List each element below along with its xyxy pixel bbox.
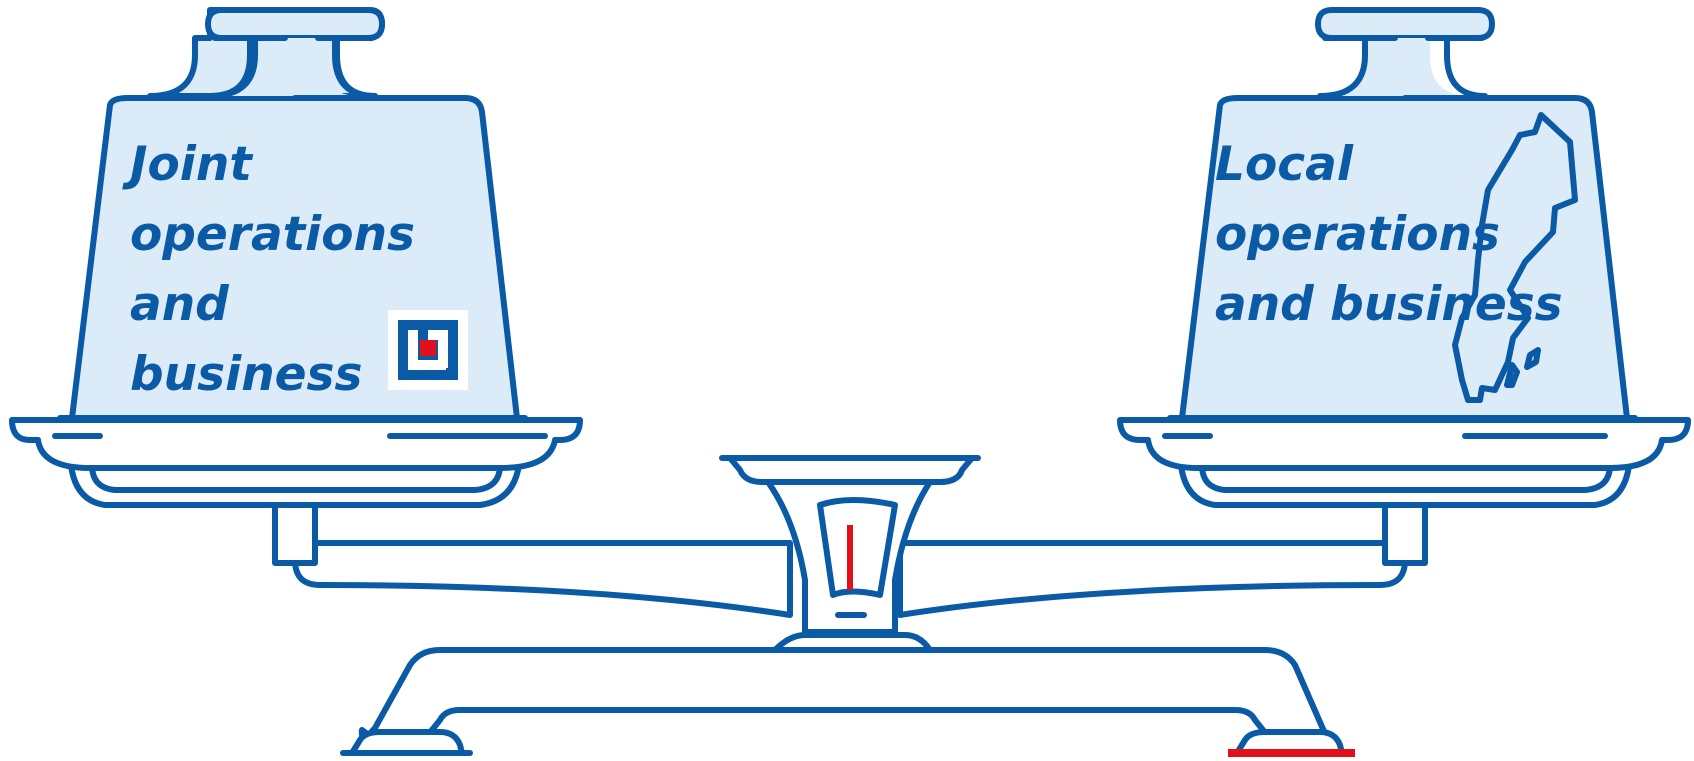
left-weight-line-4: business [130,347,363,402]
oland-island [1524,347,1541,370]
sweden-map-icon [1452,112,1578,403]
right-weight-line-2: operations [1215,207,1501,262]
left-weight-line-1: Joint [130,137,252,192]
gotland-island [1504,362,1520,388]
right-weight-line-1: Local [1215,137,1353,192]
right-weight-label: Local operations and business [1215,130,1563,340]
right-pan [1117,417,1691,566]
centre-pillar [719,455,981,653]
left-pan [9,417,583,566]
left-weight-label: Joint operations and business [130,130,415,410]
left-foot [349,729,465,756]
scale-base [340,647,1355,757]
scale-beam [292,540,1408,618]
company-logo [388,310,468,390]
left-weight-line-3: and [130,277,229,332]
left-weight-line-2: operations [130,207,416,262]
right-foot [1234,729,1345,756]
indicator-window [817,497,898,598]
right-weight-line-3: and business [1215,277,1563,332]
